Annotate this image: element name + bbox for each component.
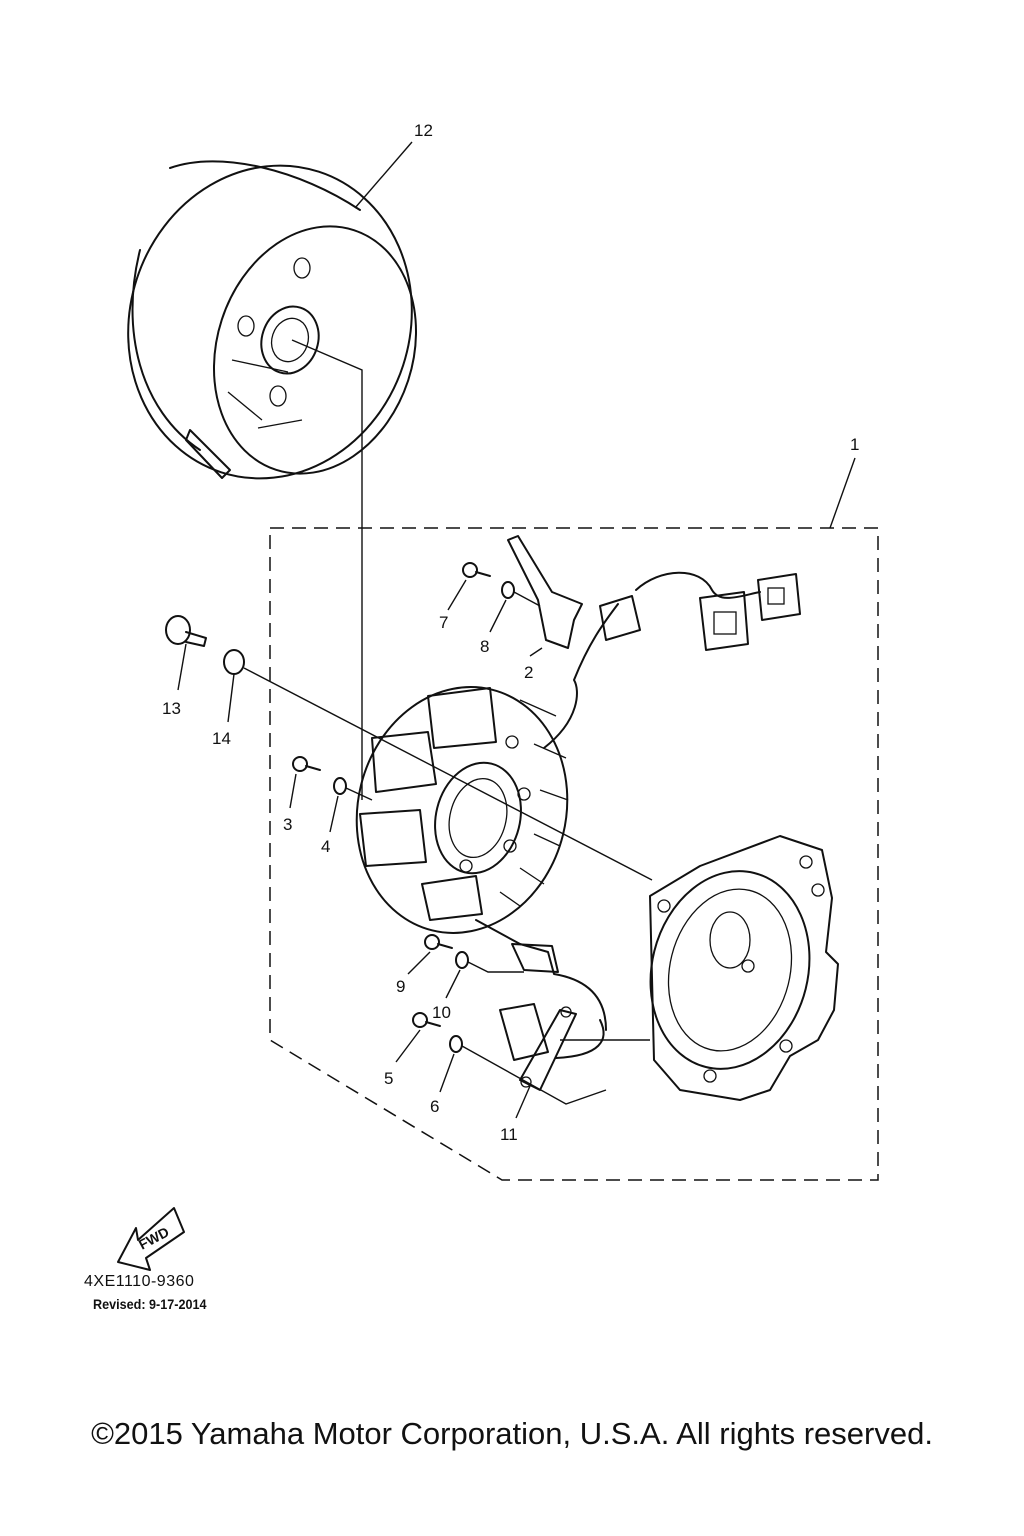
alignment-line-bolt	[243, 667, 653, 881]
screw-7	[462, 562, 491, 578]
washer-14	[223, 649, 245, 675]
revision-date: Revised: 9-17-2014	[93, 1296, 207, 1312]
crankcase-cover	[649, 835, 839, 1101]
pickup-coil	[475, 919, 607, 1091]
part-number: 4XE1110-9360	[84, 1273, 195, 1290]
callout-5: 5	[384, 1069, 393, 1088]
alignment-line-screw-3	[345, 787, 373, 801]
lead-wire-clamp	[507, 535, 583, 649]
screw-3	[292, 756, 321, 772]
alignment-line-screw-9	[467, 961, 524, 973]
callout-9: 9	[396, 977, 405, 996]
callout-6: 6	[430, 1097, 439, 1116]
rotor-flywheel	[127, 160, 418, 480]
screw-5	[412, 1012, 441, 1028]
wire-harness	[543, 571, 801, 749]
alignment-line-screw-7	[513, 591, 541, 607]
washer-10	[455, 951, 469, 969]
alignment-line-rotor	[291, 339, 363, 800]
callout-10: 10	[432, 1003, 451, 1022]
callout-12: 12	[414, 121, 433, 140]
callout-leaders	[177, 141, 856, 1119]
callout-3: 3	[283, 815, 292, 834]
bolt-13	[165, 615, 207, 647]
callout-8: 8	[480, 637, 489, 656]
callout-14: 14	[212, 729, 231, 748]
callout-7: 7	[439, 613, 448, 632]
callout-2: 2	[524, 663, 533, 682]
fwd-arrow-label: FWD	[136, 1224, 172, 1253]
screw-9	[424, 934, 453, 950]
stator-coil	[355, 686, 569, 934]
fwd-arrow: FWD	[117, 1207, 185, 1271]
assembly-boundary	[269, 527, 879, 1181]
callout-13: 13	[162, 699, 181, 718]
washer-6	[449, 1035, 463, 1053]
callout-1: 1	[850, 435, 859, 454]
copyright-notice: ©2015 Yamaha Motor Corporation, U.S.A. A…	[91, 1416, 933, 1451]
callout-11: 11	[500, 1125, 518, 1144]
callout-4: 4	[321, 837, 330, 856]
washer-8	[501, 581, 515, 599]
alignment-line-screw-5	[461, 1045, 607, 1105]
washer-4	[333, 777, 347, 795]
